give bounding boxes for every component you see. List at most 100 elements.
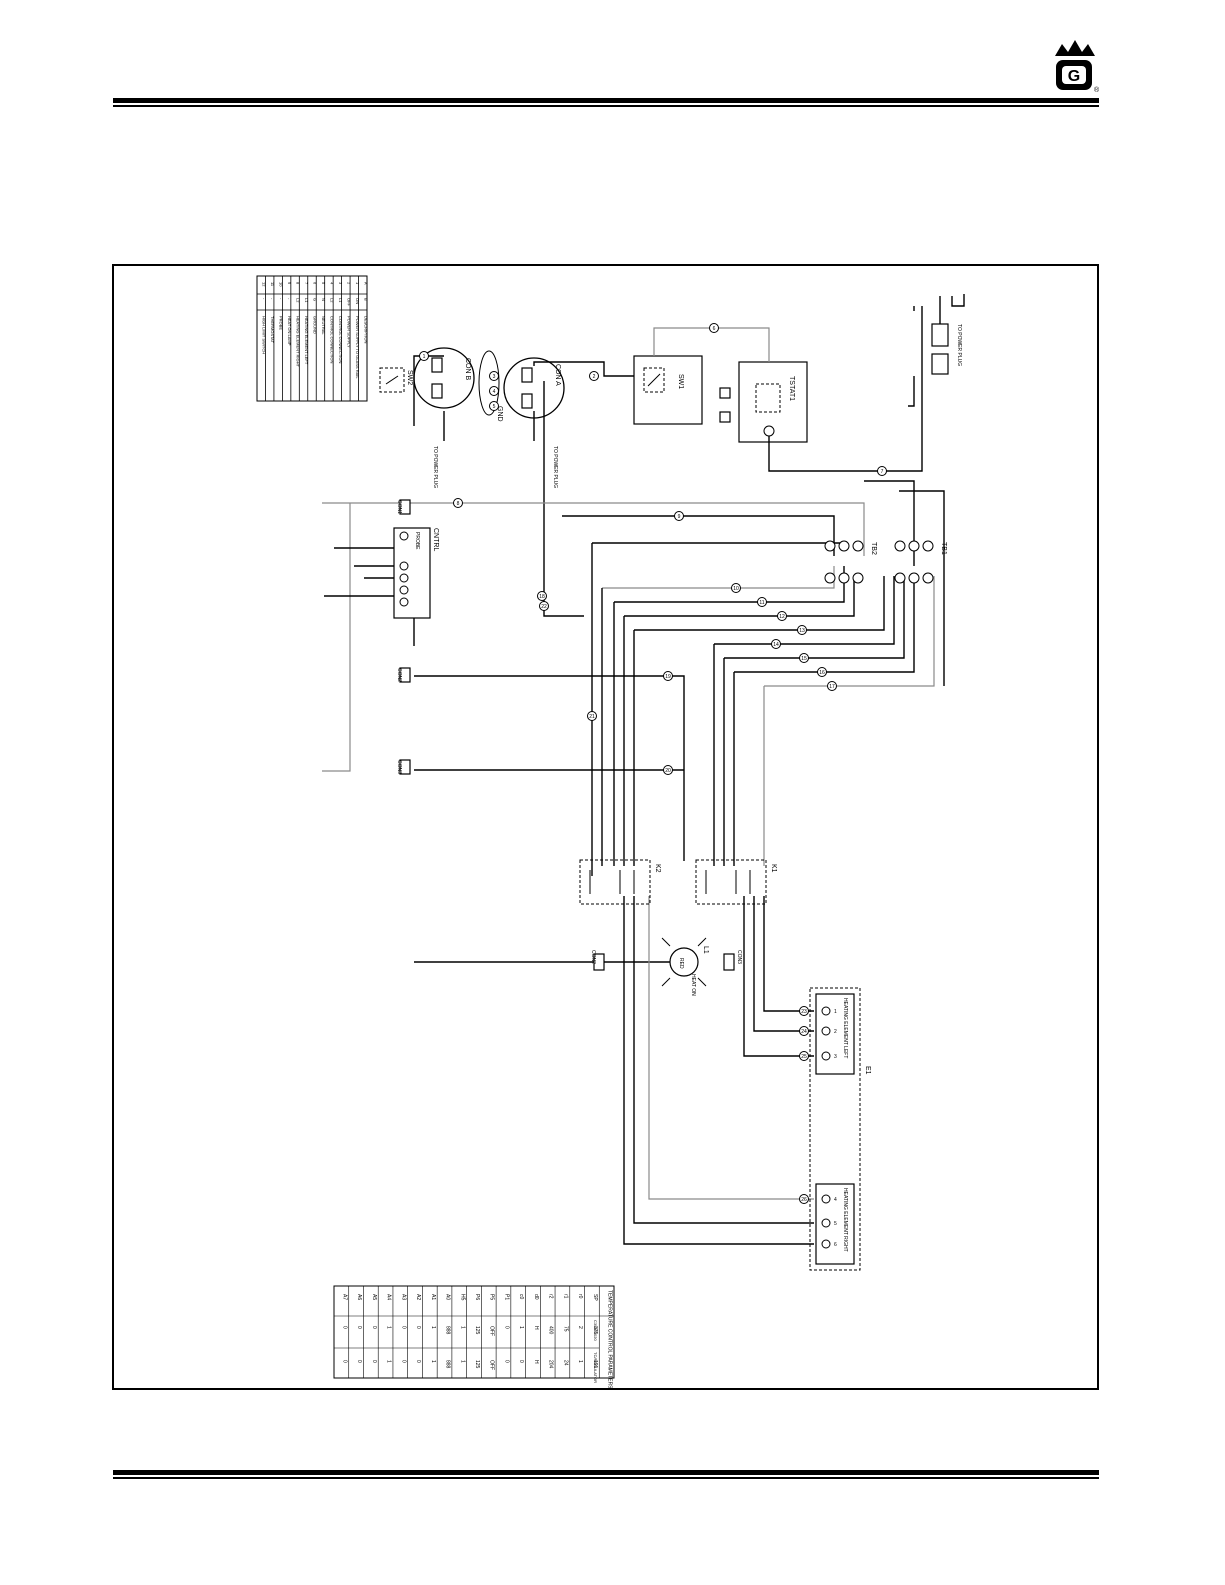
legend-cell: CONTROL CONNECTION <box>338 316 343 364</box>
heater-terminal-number: 3 <box>834 1054 837 1060</box>
heater-terminal-number: 2 <box>834 1029 837 1035</box>
wire-tag <box>453 498 463 508</box>
heater-terminal <box>821 1194 831 1204</box>
sw2-label: SW2 <box>406 370 413 385</box>
legend-cell: - <box>279 298 284 300</box>
con3-label: CON3 <box>396 760 402 774</box>
heater-terminal-number: 5 <box>834 1221 837 1227</box>
wire-tag <box>799 1051 809 1061</box>
legend-cell: ON <box>355 298 360 304</box>
parameter-cell: 125 <box>474 1326 480 1335</box>
legend-cell: THERMOSTAT <box>270 316 275 344</box>
wire-number: 13 <box>799 628 805 634</box>
legend-cell: POWER SUPPLY TO GLASS RAIL <box>355 316 360 379</box>
legend-cell: OFF <box>346 298 351 307</box>
parameter-cell: 125 <box>474 1360 480 1369</box>
parameter-cell: 0 <box>415 1360 421 1363</box>
parameter-cell: d0 <box>533 1294 539 1300</box>
legend-cell: DESCRIPTION <box>363 316 368 343</box>
heating-left-label: HEATING ELEMENT LEFT <box>842 998 848 1058</box>
parameter-cell: A3 <box>400 1294 406 1300</box>
legend-cell: 3 <box>338 282 343 285</box>
parameter-cell: r1 <box>562 1294 568 1299</box>
probe-label: PROBE <box>414 532 420 550</box>
parameter-cell: 1 <box>386 1360 392 1363</box>
plug-con2: CON2 <box>396 667 411 683</box>
parameter-cell: OFF <box>489 1360 495 1370</box>
wire-number: 16 <box>819 670 825 676</box>
wire-number: 19 <box>665 674 671 680</box>
registered-mark: ® <box>1094 86 1100 94</box>
terminal-block-tb2: TB2 <box>824 540 877 584</box>
company-logo: G ® <box>1055 40 1100 94</box>
legend-cell: N <box>321 298 326 301</box>
parameter-cell: 24 <box>562 1360 568 1366</box>
wire-tag <box>777 611 787 621</box>
legend-cell: 7 <box>304 282 309 285</box>
relay-k1: K1 <box>695 859 777 905</box>
parameter-cell: 0 <box>341 1326 347 1329</box>
footer-rule-thin <box>113 1477 1099 1479</box>
power-note-a: TO POWER PLUG <box>432 446 438 488</box>
wire-tag <box>419 351 429 361</box>
legend-cell: - <box>270 298 275 300</box>
header-rule-thin <box>113 105 1099 107</box>
plug-con3: CON3 <box>396 759 411 775</box>
lamp-caption: HEAT ON <box>690 974 696 996</box>
parameter-cell: 1 <box>386 1326 392 1329</box>
wire-tag <box>489 401 499 411</box>
lamp-color: RED <box>678 958 684 969</box>
parameter-cell: 2 <box>577 1326 583 1329</box>
wire-number: 11 <box>759 600 764 606</box>
parameter-cell: A7 <box>341 1294 347 1300</box>
wire-tag <box>817 667 827 677</box>
wire-tag <box>799 1194 809 1204</box>
parameter-cell: 0 <box>400 1326 406 1329</box>
parameter-table: TEMPERATURE CONTROL PARAMETERSC35500020T… <box>333 1285 615 1388</box>
parameter-cell: r0 <box>577 1294 583 1299</box>
wire-tag <box>709 323 719 333</box>
power-note-b: TO POWER PLUG <box>552 446 558 488</box>
wire-number: 21 <box>589 714 595 720</box>
con-a-label: CON A <box>554 364 561 386</box>
parameter-cell: SP <box>592 1294 598 1301</box>
wire-number: 18 <box>539 594 545 600</box>
wire-number: 14 <box>773 642 779 648</box>
wire-number: 5 <box>493 404 496 410</box>
heater-terminal-number: 6 <box>834 1242 837 1248</box>
controller-cntrl: PROBE CNTRL <box>324 527 439 619</box>
wire-number: 23 <box>801 1009 807 1015</box>
legend-cell: 9 <box>287 282 292 285</box>
wire-number: 8 <box>457 501 460 507</box>
power-plug: TO POWER PLUG <box>908 294 965 407</box>
legend-cell: 10 <box>279 282 284 287</box>
legend-cell: L2 <box>296 298 301 303</box>
parameter-column-header: TC/REGULATOR <box>593 1352 598 1383</box>
heating-right-label: HEATING ELEMENT RIGHT <box>842 1188 848 1252</box>
parameter-cell: 204 <box>548 1360 554 1369</box>
lamp-con-right-label: CON3 <box>736 950 742 964</box>
wire-number: 17 <box>829 684 835 690</box>
wire-number: 2 <box>593 374 596 380</box>
parameter-cell: H5 <box>459 1294 465 1301</box>
legend-cell: 2 <box>346 282 351 285</box>
footer-rule-thick <box>113 1470 1099 1475</box>
parameter-cell: 0 <box>400 1360 406 1363</box>
logo-letter: G <box>1068 68 1080 85</box>
legend-cell: L1 <box>304 298 309 303</box>
wire-number: 26 <box>801 1197 807 1203</box>
parameter-cell: 0 <box>503 1360 509 1363</box>
legend-cell: L1 <box>338 298 343 303</box>
parameter-cell: A5 <box>371 1294 377 1300</box>
legend-cell: HIGH LIMIT SWITCH <box>262 316 267 354</box>
parameter-cell: 0 <box>371 1326 377 1329</box>
parameter-cell: 1 <box>577 1360 583 1363</box>
parameter-cell: 375 <box>592 1326 598 1335</box>
wire-tag <box>771 639 781 649</box>
parameter-cell: 1 <box>518 1326 524 1329</box>
legend-cell: CONTROL CONNECTION <box>329 316 334 364</box>
con-b-label: CON B <box>464 358 471 381</box>
legend-cell: 11 <box>270 282 275 287</box>
parameter-cell: 0 <box>341 1360 347 1363</box>
